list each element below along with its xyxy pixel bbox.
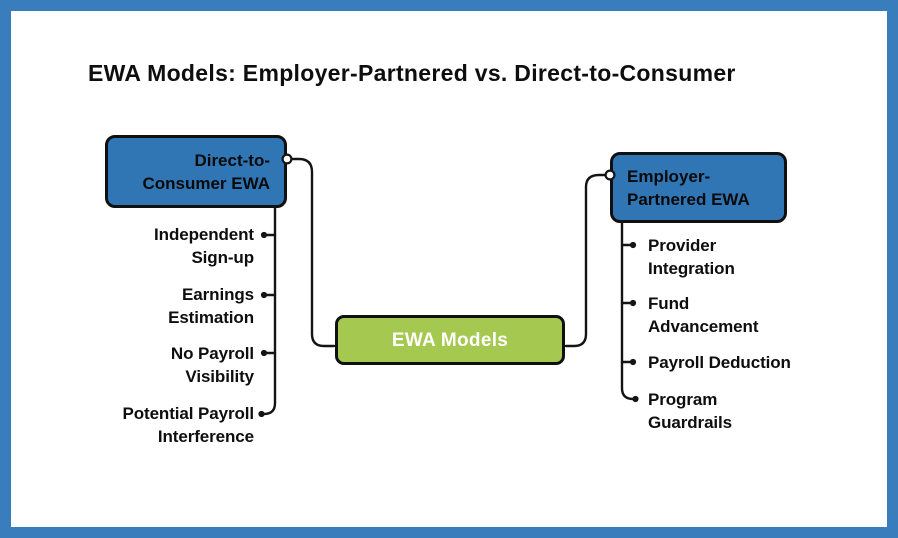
- branch-end-dot: [260, 291, 268, 299]
- leaf-provider-integration: Provider Integration: [648, 236, 735, 278]
- leaf-program-guardrails: Program Guardrails: [648, 390, 733, 432]
- branch-end-dot: [260, 349, 268, 357]
- connector-right-to-root: [564, 173, 608, 348]
- branch-end-dot: [629, 241, 637, 249]
- leaf-potential-payroll-interference: Potential Payroll Interference: [122, 404, 254, 446]
- diagram-title: EWA Models: Employer-Partnered vs. Direc…: [88, 60, 736, 86]
- leaf-payroll-deduction: Payroll Deduction: [648, 353, 791, 372]
- branch-end-dot: [632, 395, 639, 403]
- node-employer-partnered-ewa: Employer- Partnered EWA: [610, 152, 787, 223]
- leaf-independent-sign-up: Independent Sign-up: [154, 225, 254, 267]
- leaf-no-payroll-visibility: No Payroll Visibility: [170, 344, 254, 386]
- node-direct-to-consumer-ewa: Direct-to- Consumer EWA: [105, 135, 287, 208]
- connector-right-trunk: [620, 220, 635, 401]
- branch-end-dot: [629, 358, 637, 366]
- connector-left-to-root: [289, 157, 336, 348]
- leaf-earnings-estimation: Earnings Estimation: [168, 285, 254, 327]
- leaf-fund-advancement: Fund Advancement: [648, 294, 759, 336]
- branch-end-dot: [258, 410, 265, 418]
- node-ewa-models-root: EWA Models: [335, 315, 565, 365]
- connector-left-trunk: [262, 205, 277, 416]
- branch-end-dot: [629, 299, 637, 307]
- branch-end-dot: [260, 231, 268, 239]
